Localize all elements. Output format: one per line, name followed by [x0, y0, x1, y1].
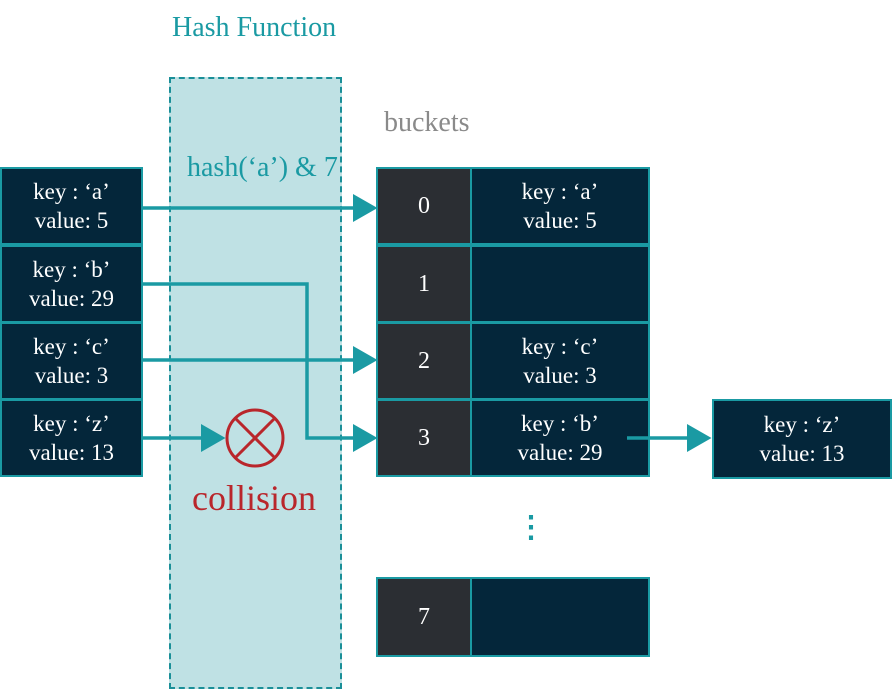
chained-entry: key : ‘z’ value: 13 — [712, 399, 892, 479]
bucket-entry-1 — [470, 245, 650, 323]
input-entry-z: key : ‘z’ value: 13 — [0, 399, 143, 477]
input-entry-b: key : ‘b’ value: 29 — [0, 245, 143, 323]
bucket-value: value: 29 — [517, 440, 603, 465]
hash-expression: hash(‘a’) & 7 — [187, 152, 338, 183]
collision-label: collision — [192, 478, 316, 518]
input-key: key : ‘z’ — [33, 411, 110, 436]
chain-value: value: 13 — [759, 441, 845, 466]
bucket-entry-3: key : ‘b’ value: 29 — [470, 399, 650, 477]
input-key: key : ‘a’ — [33, 179, 110, 204]
collision-icon — [225, 408, 285, 468]
bucket-entry-0: key : ‘a’ value: 5 — [470, 167, 650, 245]
input-entry-a: key : ‘a’ value: 5 — [0, 167, 143, 245]
input-value: value: 13 — [29, 440, 114, 465]
input-value: value: 5 — [34, 208, 109, 233]
input-key: key : ‘c’ — [33, 334, 110, 359]
bucket-key: key : ‘b’ — [521, 411, 599, 436]
hash-function-panel — [169, 77, 342, 689]
bucket-entry-7 — [470, 577, 650, 657]
bucket-key: key : ‘c’ — [521, 334, 599, 359]
input-value: value: 3 — [34, 363, 109, 388]
bucket-value: value: 5 — [523, 208, 597, 233]
bucket-index-7: 7 — [376, 577, 472, 657]
hash-function-title: Hash Function — [172, 12, 337, 43]
buckets-title: buckets — [384, 107, 470, 138]
bucket-entry-2: key : ‘c’ value: 3 — [470, 322, 650, 400]
bucket-index-2: 2 — [376, 322, 472, 400]
bucket-key: key : ‘a’ — [521, 179, 599, 204]
input-key: key : ‘b’ — [32, 257, 111, 282]
input-value: value: 29 — [29, 286, 114, 311]
bucket-index-3: 3 — [376, 399, 472, 477]
chain-key: key : ‘z’ — [763, 412, 841, 437]
ellipsis: ⋮ — [516, 511, 546, 544]
bucket-value: value: 3 — [523, 363, 597, 388]
